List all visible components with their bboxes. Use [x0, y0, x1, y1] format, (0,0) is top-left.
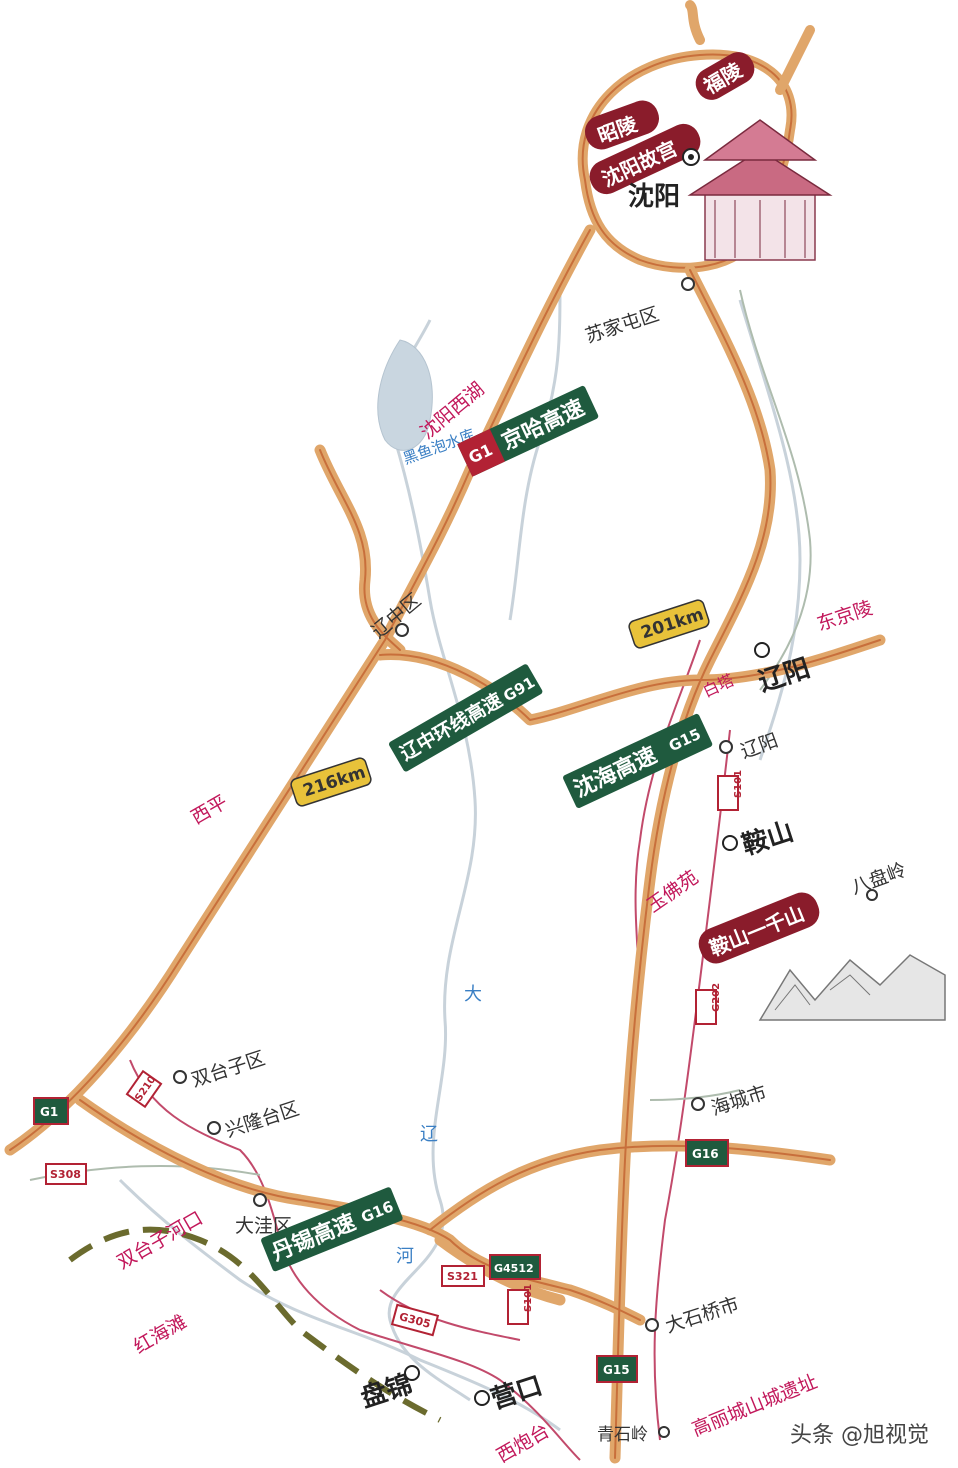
qingshiling-label: 青石岭	[597, 1425, 648, 1445]
g1-shield-bg	[33, 1097, 69, 1125]
d216-badge	[290, 757, 372, 807]
expressways	[4, 0, 886, 1464]
river-liao-label: 辽	[420, 1124, 438, 1145]
liaozhong-marker	[395, 623, 409, 637]
xiping-label: 西平	[187, 791, 231, 829]
bapanling-marker	[866, 889, 878, 901]
haicheng-label: 海城市	[708, 1082, 769, 1121]
mountain-illustration	[758, 954, 946, 1021]
watermark: 头条 @旭视觉	[790, 1423, 929, 1448]
panjin-label: 盘锦	[357, 1368, 416, 1414]
g202-shield-bg	[695, 989, 717, 1025]
g15-shield-bg	[596, 1355, 638, 1383]
route-shields: G1 G16 G15 G4512 S210 S308 S321 S101 S10…	[33, 770, 744, 1383]
dongjingling-label: 东京陵	[814, 597, 875, 636]
shuangtaizi-label: 双台子区	[189, 1047, 268, 1091]
qingshiling-marker	[658, 1426, 670, 1438]
river-da-label: 大	[464, 984, 482, 1005]
s321-shield-label: S321	[447, 1270, 478, 1283]
g15-shield-label: G15	[603, 1363, 630, 1377]
river-labels: 黑鱼泡水库 大 辽 河	[396, 425, 482, 1267]
s101-north-shield-bg	[717, 775, 739, 811]
liaoyang-small-marker	[719, 740, 733, 754]
dashiqiao-marker	[645, 1318, 659, 1332]
s210-shield-bg	[125, 1069, 163, 1109]
g91-sign-bg	[389, 664, 543, 772]
g15-sign-bg	[563, 713, 713, 808]
shenyang-marker-dot	[688, 154, 694, 160]
dawa-label: 大洼区	[235, 1215, 292, 1237]
haicheng-marker	[691, 1097, 705, 1111]
g16-sign-bg	[261, 1187, 403, 1272]
dashiqiao-label: 大石桥市	[663, 1293, 742, 1337]
g1-shield-label: G1	[40, 1105, 58, 1119]
xipaotai-label: 西炮台	[493, 1420, 553, 1468]
shenyang-area: 昭陵 福陵 沈阳故宫 沈阳	[584, 52, 755, 212]
g15-sign: 沈海高速 G15	[563, 713, 713, 808]
qianshan-tag	[698, 892, 820, 964]
fuling-tag	[695, 52, 755, 100]
town-markers: 苏家屯区 辽中区 辽阳 辽阳 鞍山 八盘岭 双台子区 兴隆台区 大洼区 海城市 …	[173, 277, 909, 1445]
highway-signs: G1 京哈高速 辽中环线高速 G91 沈海高速 G15 丹锡高速 G16	[261, 385, 713, 1272]
coastline	[68, 1226, 442, 1423]
g16-shield-label: G16	[692, 1147, 719, 1161]
zhaoling-tag	[584, 100, 660, 150]
xinglongtai-label: 兴隆台区	[223, 1098, 302, 1142]
bapanling-label: 八盘岭	[848, 859, 909, 899]
sujiatun-label: 苏家屯区	[583, 303, 662, 347]
g202-shield-label: G202	[711, 983, 722, 1012]
s101-north-shield-label: S101	[733, 770, 744, 798]
g4512-shield-bg	[489, 1254, 541, 1280]
shenyang-label: 沈阳	[628, 182, 680, 212]
shuangtaizi-marker	[173, 1070, 187, 1084]
liaoyang-label: 辽阳	[755, 653, 814, 698]
xinglongtai-marker	[207, 1121, 221, 1135]
g91-sign-name: 辽中环线高速	[396, 688, 506, 765]
honghaitan-label: 红海滩	[130, 1311, 190, 1359]
s321-shield-bg	[441, 1265, 485, 1287]
s101-south-shield-label: S101	[523, 1284, 534, 1312]
s101-south-shield-bg	[507, 1289, 529, 1325]
s308-shield-bg	[45, 1163, 87, 1185]
palace-tag	[589, 123, 701, 195]
sujiatun-marker	[681, 277, 695, 291]
g1-sign-code-bg	[457, 428, 505, 477]
s308-shield-label: S308	[50, 1168, 81, 1181]
g305-shield-bg	[390, 1303, 440, 1337]
palace-illustration	[687, 119, 833, 261]
yingkou-marker	[474, 1390, 490, 1406]
panjin-marker	[404, 1365, 420, 1381]
anshan-label: 鞍山	[738, 816, 797, 862]
d201-badge	[628, 599, 710, 649]
reservoir-shape	[377, 339, 433, 451]
g4512-shield-label: G4512	[494, 1262, 534, 1275]
g16-shield-bg	[685, 1139, 729, 1167]
liaoyang-marker	[754, 642, 770, 658]
dawa-marker	[253, 1193, 267, 1207]
river-he-label: 河	[396, 1246, 414, 1267]
anshan-marker	[722, 835, 738, 851]
